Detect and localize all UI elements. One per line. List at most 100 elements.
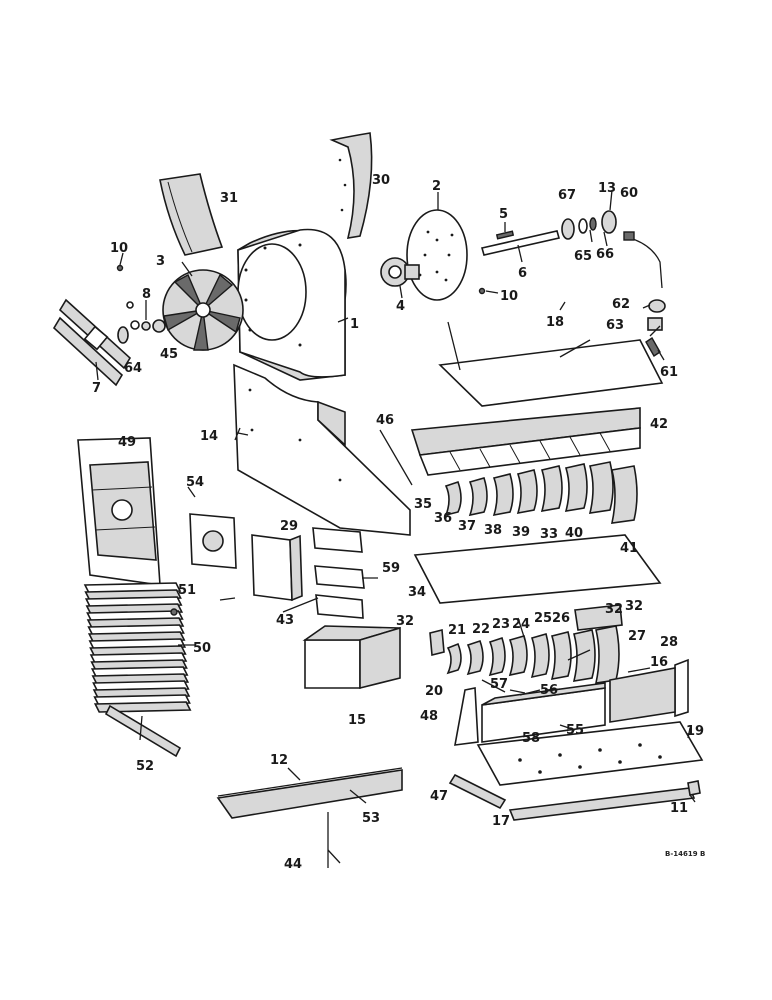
lower-strip: [104, 704, 182, 758]
bracket-plate: [251, 534, 303, 602]
callout-61: 61: [660, 365, 678, 380]
support-stand: [454, 687, 479, 746]
callout-30: 30: [372, 173, 390, 188]
callout-36: 36: [434, 511, 452, 526]
callout-23: 23: [492, 617, 510, 632]
bearing-stack: [561, 210, 617, 240]
lower-louvers: [446, 625, 620, 684]
callout-67: 67: [558, 188, 576, 203]
cover-plate: [312, 527, 365, 619]
callout-65: 65: [574, 249, 592, 264]
callout-7: 7: [92, 381, 101, 396]
callout-35: 35: [414, 497, 432, 512]
callout-26: 26: [552, 611, 570, 626]
callout-53: 53: [362, 811, 380, 826]
upper-louver: [516, 469, 538, 515]
callout-19: 19: [686, 724, 704, 739]
callout-45: 45: [160, 347, 178, 362]
callout-46: 46: [376, 413, 394, 428]
callout-20: 20: [425, 684, 443, 699]
belt-shield: [52, 298, 132, 387]
callout-60: 60: [620, 186, 638, 201]
grease-line: [623, 231, 666, 357]
upper-louver: [444, 480, 462, 517]
callout-27: 27: [628, 629, 646, 644]
mounting-plate: [189, 513, 237, 569]
lower-louver: [530, 633, 550, 679]
callout-50: 50: [193, 641, 211, 656]
clip: [687, 780, 701, 796]
upper-shield: [159, 173, 224, 256]
callout-21: 21: [448, 623, 466, 638]
callout-32a: 32: [396, 614, 414, 629]
callout-16: 16: [650, 655, 668, 670]
callout-33: 33: [540, 527, 558, 542]
callout-37: 37: [458, 519, 476, 534]
lower-cover: [413, 534, 662, 604]
callout-32c: 32: [625, 599, 643, 614]
callout-34: 34: [408, 585, 426, 600]
callout-66: 66: [596, 247, 614, 262]
grille-frame: [77, 437, 161, 586]
lower-louver: [466, 639, 484, 676]
callout-11: 11: [670, 801, 688, 816]
upper-louver: [564, 463, 588, 512]
callout-5: 5: [499, 207, 508, 222]
callout-38: 38: [484, 523, 502, 538]
callout-1: 1: [350, 317, 359, 332]
small-hardware: [116, 264, 541, 696]
callout-29: 29: [280, 519, 298, 534]
deflector-plate: [429, 604, 623, 657]
angle-brace: [448, 773, 507, 810]
callout-39: 39: [512, 525, 530, 540]
fan-rotor: [162, 269, 244, 351]
callout-22: 22: [472, 622, 490, 637]
fan-disc: [406, 209, 468, 301]
lower-louver: [550, 631, 572, 681]
callout-10a: 10: [110, 241, 128, 256]
callout-28: 28: [660, 635, 678, 650]
callout-62: 62: [612, 297, 630, 312]
end-bracket: [609, 658, 689, 723]
callout-64: 64: [124, 361, 142, 376]
callout-54: 54: [186, 475, 204, 490]
drawing-code: B-14619 B: [665, 850, 705, 858]
lower-louver: [446, 642, 462, 675]
callout-25: 25: [534, 611, 552, 626]
callout-24: 24: [512, 617, 530, 632]
leader-lines: [95, 189, 696, 864]
side-shield: [329, 132, 373, 239]
callout-32b: 32: [605, 602, 623, 617]
callout-17: 17: [492, 814, 510, 829]
callout-41: 41: [620, 541, 638, 556]
callout-51: 51: [178, 583, 196, 598]
pan-rail: [217, 767, 403, 797]
callout-3: 3: [156, 254, 165, 269]
side-panel: [233, 363, 411, 536]
fan-shaft: [480, 230, 561, 256]
callout-13: 13: [598, 181, 616, 196]
louver-slat: [93, 701, 192, 713]
callout-4: 4: [396, 299, 405, 314]
upper-louvers: [444, 461, 638, 524]
callout-2: 2: [432, 179, 441, 194]
fan-hub: [380, 257, 420, 287]
callout-42: 42: [650, 417, 668, 432]
callout-8: 8: [142, 287, 151, 302]
callout-48: 48: [420, 709, 438, 724]
callout-59: 59: [382, 561, 400, 576]
callout-12: 12: [270, 753, 288, 768]
upper-louver: [540, 465, 563, 513]
lower-louver: [508, 635, 528, 677]
callout-43: 43: [276, 613, 294, 628]
lower-louver: [572, 629, 596, 682]
callout-10b: 10: [500, 289, 518, 304]
louver-channel: [410, 407, 641, 476]
callout-55: 55: [566, 723, 584, 738]
callout-14: 14: [200, 429, 218, 444]
callout-31: 31: [220, 191, 238, 206]
upper-louver: [588, 461, 614, 514]
lower-louver: [594, 625, 620, 684]
